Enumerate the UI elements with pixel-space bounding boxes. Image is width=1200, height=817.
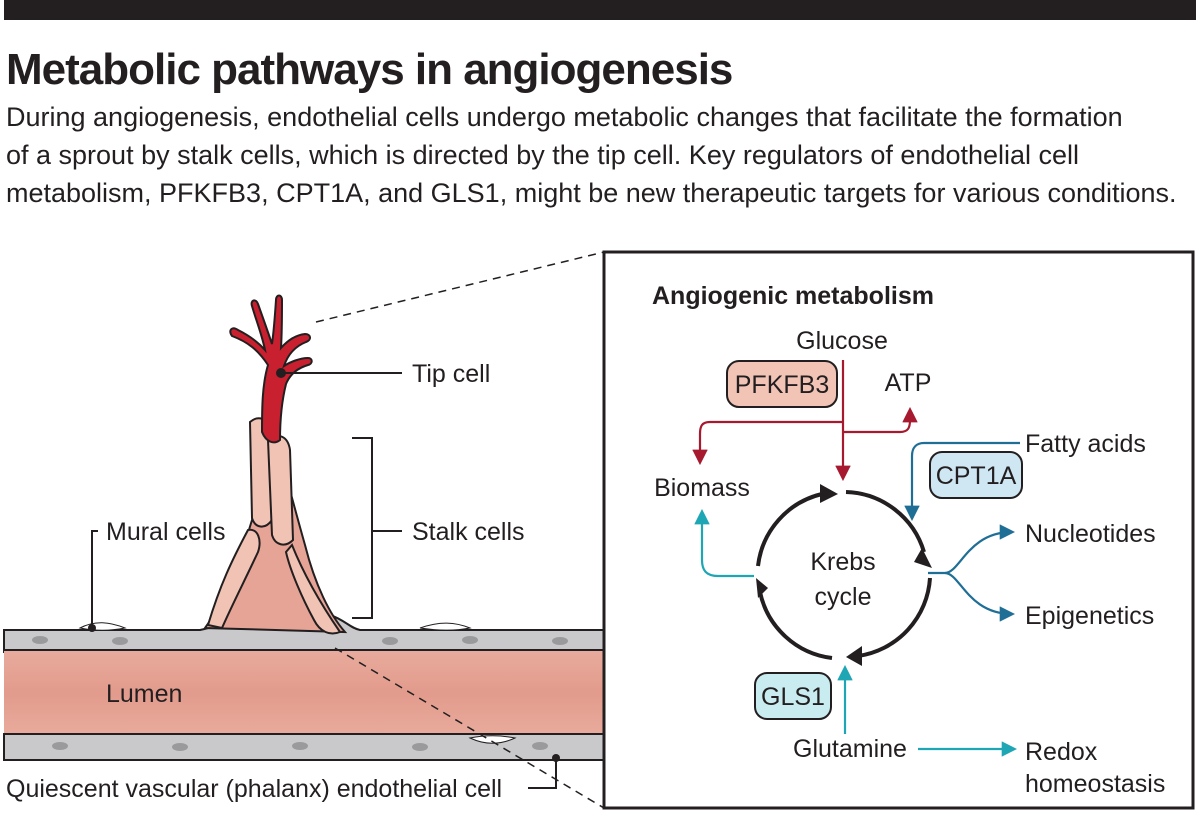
subtitle-line-1: During angiogenesis, endothelial cells u… xyxy=(6,102,1123,132)
krebs-cycle-label-1: Krebs xyxy=(810,548,875,576)
fatty-acids-to-cycle-arrow xyxy=(904,441,1020,522)
lumen xyxy=(4,650,604,736)
lumen-label: Lumen xyxy=(106,680,182,708)
epigenetics-label: Epigenetics xyxy=(1025,602,1154,630)
cpt1a-box xyxy=(929,451,1023,499)
inset-title: Angiogenic metabolism xyxy=(652,282,934,310)
page-subtitle: During angiogenesis, endothelial cells u… xyxy=(6,98,1196,212)
gls1-label: GLS1 xyxy=(761,683,825,711)
mural-cells-label: Mural cells xyxy=(106,518,225,546)
pfkfb3-box xyxy=(726,360,838,408)
vessel-illustration xyxy=(3,294,605,761)
krebs-cycle-arrowheads xyxy=(756,484,932,666)
krebs-cycle-label-2: cycle xyxy=(815,583,872,611)
stalk-cells xyxy=(206,417,342,635)
metabolism-inset: Angiogenic metabolism Krebs cycle Glucos… xyxy=(602,250,1195,810)
cycle-to-epigenetics-arrow xyxy=(944,571,1016,622)
subtitle-line-2: of a sprout by stalk cells, which is dir… xyxy=(6,140,1080,170)
tip-cell xyxy=(229,294,313,444)
subtitle-line-3: metabolism, PFKFB3, CPT1A, and GLS1, mig… xyxy=(6,178,1177,208)
glucose-label: Glucose xyxy=(796,327,888,355)
gls1-box xyxy=(754,672,832,720)
biomass-label: Biomass xyxy=(654,474,750,502)
page-title: Metabolic pathways in angiogenesis xyxy=(6,45,733,94)
quiescent-cell-label: Quiescent vascular (phalanx) endothelial… xyxy=(6,775,502,803)
cpt1a-label: CPT1A xyxy=(936,462,1017,490)
glutamine-label: Glutamine xyxy=(793,735,907,763)
endothelial-nuclei xyxy=(32,636,568,751)
redox-label-2: homeostasis xyxy=(1025,770,1165,798)
glucose-to-atp-arrow xyxy=(843,406,918,434)
stalk-cells-label: Stalk cells xyxy=(412,518,525,546)
redox-label-1: Redox xyxy=(1025,738,1098,766)
zoom-line-bottom xyxy=(334,647,605,809)
krebs-cycle-ring xyxy=(756,490,932,660)
pfkfb3-label: PFKFB3 xyxy=(735,371,829,399)
atp-label: ATP xyxy=(885,369,932,397)
nucleotides-label: Nucleotides xyxy=(1025,520,1156,548)
top-rule xyxy=(4,0,1196,20)
vessel-labels: Tip cell Stalk cells Mural cells Lumen Q… xyxy=(6,251,605,809)
fatty-acids-label: Fatty acids xyxy=(1025,430,1146,458)
glucose-to-biomass-arrow xyxy=(692,420,843,466)
cycle-to-biomass-arrow xyxy=(694,508,754,578)
tip-cell-label: Tip cell xyxy=(412,360,490,388)
zoom-line-top xyxy=(315,251,605,323)
